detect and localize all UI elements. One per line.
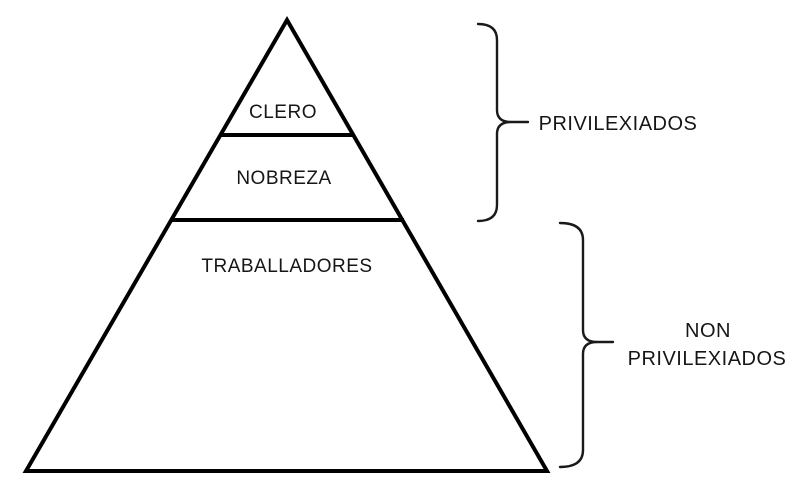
pyramid-outline <box>22 16 551 473</box>
pyramid-layer-label-traballadores: TRABALLADORES <box>201 256 372 277</box>
brace-non-privilexiados <box>558 221 598 469</box>
pyramid-layer-label-clero: CLERO <box>249 102 317 123</box>
group-label-non-privilexiados-line1: NON <box>685 320 731 342</box>
brace-privilexiados <box>476 22 512 223</box>
pyramid-layer-label-nobreza: NOBREZA <box>236 168 331 189</box>
group-label-privilexiados: PRIVILEXIADOS <box>539 113 698 135</box>
group-label-non-privilexiados-line2: PRIVILEXIADOS <box>628 348 787 370</box>
